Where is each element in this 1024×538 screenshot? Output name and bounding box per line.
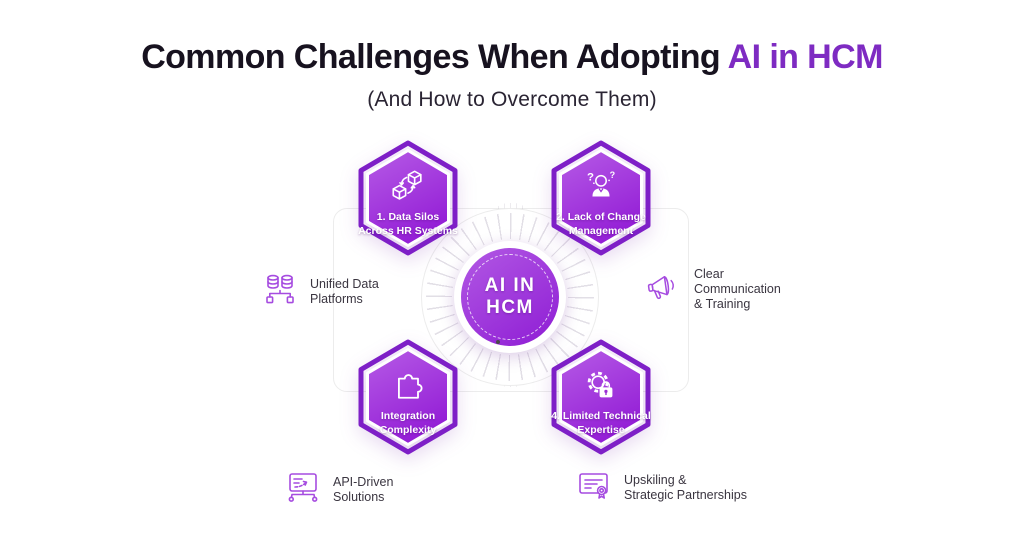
challenge-label: 1. Data Silos Across HR Systems	[358, 211, 458, 238]
title-accent-text: AI in HCM	[727, 38, 884, 76]
gear-lock-icon	[580, 361, 622, 405]
center-node: AI IN HCM	[454, 241, 566, 353]
solution-upskilling-partnerships: Upskiling & Strategic Partnerships	[576, 467, 747, 508]
megaphone-icon	[644, 270, 682, 309]
hexagon-shape	[551, 140, 651, 256]
center-label-line2: HCM	[486, 297, 534, 318]
challenge-hex-integration: Integration Complexity	[356, 339, 460, 455]
svg-text:?: ?	[587, 171, 594, 183]
solution-label: Upskiling & Strategic Partnerships	[624, 473, 747, 503]
title-main-text: Common Challenges When Adopting	[141, 38, 728, 76]
solution-unified-data: Unified Data Platforms	[262, 271, 379, 312]
solution-label-line1: Clear	[694, 267, 724, 281]
center-circle: AI IN HCM	[461, 248, 559, 346]
challenge-hex-technical-expertise: 4. Limited Technical Expertise	[549, 339, 653, 455]
certificate-icon	[576, 467, 612, 508]
page-subtitle: (And How to Overcome Them)	[367, 88, 657, 111]
solution-label: Clear Communication & Training	[694, 267, 781, 311]
challenge-label-line1: Integration	[380, 409, 436, 422]
solution-label: Unified Data Platforms	[310, 277, 379, 307]
challenge-label: 4. Limited Technical Expertise	[551, 410, 651, 437]
page-title: Common Challenges When Adopting AI in HC…	[0, 38, 1024, 77]
solution-label: API-Driven Solutions	[333, 475, 393, 505]
challenge-label: 2. Lack of Change Management	[556, 211, 646, 238]
challenge-hex-change-management: ? ? 2. Lack of Change Management	[549, 140, 653, 256]
solution-label-line1: API-Driven	[333, 474, 394, 489]
svg-text:?: ?	[610, 170, 616, 180]
data-sync-cubes-icon	[387, 162, 429, 206]
solution-label-line2: Strategic Partnerships	[624, 487, 747, 502]
solution-label-line1: Upskiling &	[624, 472, 687, 487]
solution-label-line3: & Training	[694, 296, 751, 311]
solution-label-line2: Solutions	[333, 489, 385, 504]
solution-communication-training: Clear Communication & Training	[644, 267, 781, 311]
challenge-label-line2: Complexity	[379, 423, 437, 436]
challenge-label-line1: 2. Lack of Change	[556, 210, 646, 223]
hexagon-shape	[358, 140, 458, 256]
solution-label-line2: Communication	[694, 281, 781, 296]
challenge-label-line1: 4. Limited Technical	[551, 409, 651, 422]
confused-employee-icon: ? ?	[580, 162, 622, 206]
challenge-label-line2: Management	[568, 224, 634, 237]
challenge-label-line1: 1. Data Silos	[376, 210, 440, 223]
api-board-icon	[285, 469, 321, 510]
challenge-label-line2: Expertise	[577, 423, 625, 436]
challenge-label-line2: Across HR Systems	[358, 224, 458, 237]
center-label-line1: AI IN	[484, 275, 536, 297]
dot-decoration	[496, 340, 500, 344]
challenge-hex-data-silos: 1. Data Silos Across HR Systems	[356, 140, 460, 256]
solution-api-driven: API-Driven Solutions	[285, 469, 393, 510]
database-network-icon	[262, 271, 298, 312]
solution-label-line1: Unified Data	[310, 276, 379, 291]
challenge-label: Integration Complexity	[380, 410, 437, 437]
puzzle-piece-icon	[388, 361, 428, 405]
solution-label-line2: Platforms	[310, 291, 363, 306]
